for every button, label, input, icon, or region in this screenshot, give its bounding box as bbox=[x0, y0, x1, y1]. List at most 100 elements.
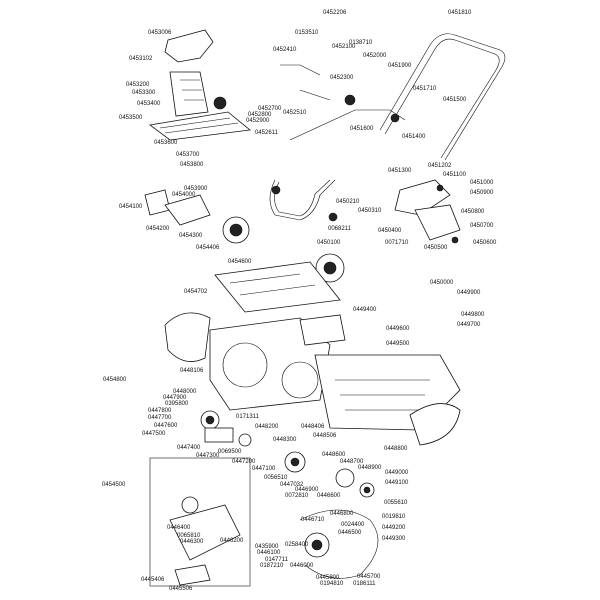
part-label: 0451810 bbox=[448, 10, 472, 16]
part-label: 0451100 bbox=[443, 172, 466, 178]
part-label: 0447900 bbox=[163, 395, 187, 401]
part-label: 0450700 bbox=[470, 223, 494, 229]
part-label: 0450900 bbox=[470, 190, 494, 196]
part-label: 0454800 bbox=[103, 377, 127, 383]
part-label: 0445700 bbox=[357, 574, 381, 580]
part-label: 0453700 bbox=[176, 152, 200, 158]
part-label: 0138710 bbox=[349, 40, 373, 46]
part-label: 0448300 bbox=[273, 437, 297, 443]
part-label: 0449100 bbox=[385, 480, 409, 486]
part-label: 0452100 bbox=[332, 44, 356, 50]
part-label: 0449600 bbox=[386, 326, 410, 332]
part-label: 0019810 bbox=[382, 514, 406, 520]
part-label: 0450400 bbox=[378, 228, 402, 234]
handle-assembly bbox=[269, 33, 506, 222]
part-label: 0147711 bbox=[265, 557, 288, 563]
catcher-top-part bbox=[149, 29, 251, 141]
part-label: 0451710 bbox=[413, 86, 437, 92]
deck-chassis bbox=[164, 261, 461, 446]
part-label: 0194810 bbox=[320, 581, 344, 587]
part-label: 0452900 bbox=[246, 118, 270, 124]
part-label: 0447400 bbox=[177, 445, 201, 451]
part-label: 0446500 bbox=[338, 530, 362, 536]
part-label: 0446800 bbox=[330, 511, 354, 517]
part-label: 0451400 bbox=[402, 134, 426, 140]
part-label: 0187210 bbox=[260, 563, 284, 569]
part-label: 0448200 bbox=[255, 424, 279, 430]
part-label: 0450210 bbox=[336, 199, 360, 205]
part-label: 0450500 bbox=[424, 245, 448, 251]
part-label: 0446000 bbox=[290, 563, 314, 569]
part-label: 0446200 bbox=[220, 538, 244, 544]
part-label: 0451202 bbox=[428, 163, 452, 169]
part-label: 0072810 bbox=[285, 493, 309, 499]
part-label: 0451000 bbox=[470, 180, 494, 186]
part-label: 0453102 bbox=[129, 56, 153, 62]
part-label: 0448700 bbox=[340, 459, 364, 465]
part-label: 0447300 bbox=[196, 453, 220, 459]
part-label: 0055610 bbox=[384, 500, 408, 506]
part-label: 0452300 bbox=[330, 75, 354, 81]
part-label: 0446300 bbox=[180, 539, 204, 545]
part-label: 0445506 bbox=[169, 586, 193, 592]
part-label: 0447800 bbox=[148, 408, 172, 414]
part-label: 0453300 bbox=[132, 90, 156, 96]
part-label: 0186111 bbox=[353, 581, 376, 587]
part-label: 0449500 bbox=[386, 341, 410, 347]
part-label: 0446710 bbox=[301, 517, 325, 523]
part-label: 0071710 bbox=[385, 240, 409, 246]
part-label: 0451600 bbox=[350, 126, 374, 132]
part-label: 0448406 bbox=[301, 424, 325, 430]
part-label: 0056510 bbox=[264, 475, 288, 481]
part-label: 0452800 bbox=[248, 112, 272, 118]
part-label: 0447032 bbox=[280, 482, 304, 488]
part-label: 0447600 bbox=[154, 423, 178, 429]
part-label: 0065810 bbox=[177, 533, 201, 539]
part-label: 0451500 bbox=[443, 97, 467, 103]
part-label: 0454100 bbox=[119, 204, 143, 210]
part-label: 0454702 bbox=[184, 289, 208, 295]
part-label: 0452410 bbox=[273, 47, 297, 53]
part-label: 0068211 bbox=[328, 226, 351, 232]
part-label: 0452611 bbox=[255, 130, 278, 136]
part-label: 0445800 bbox=[316, 575, 340, 581]
part-label: 0453800 bbox=[180, 162, 204, 168]
part-label: 0447500 bbox=[142, 431, 166, 437]
part-label: 0454200 bbox=[146, 226, 170, 232]
part-label: 0024400 bbox=[341, 522, 365, 528]
part-label: 0447200 bbox=[232, 459, 256, 465]
part-label: 0258400 bbox=[285, 542, 309, 548]
side-plates bbox=[144, 189, 345, 283]
part-label: 0449000 bbox=[385, 470, 409, 476]
part-label: 0449800 bbox=[461, 312, 485, 318]
part-label: 0448900 bbox=[358, 465, 382, 471]
part-label: 0449700 bbox=[457, 322, 481, 328]
part-label: 0446100 bbox=[257, 550, 281, 556]
part-label: 0446400 bbox=[167, 525, 191, 531]
part-label: 0153510 bbox=[295, 30, 319, 36]
part-label: 0452000 bbox=[363, 53, 387, 59]
drive-gears bbox=[169, 410, 379, 586]
part-label: 0451300 bbox=[388, 168, 412, 174]
part-label: 0450600 bbox=[473, 240, 497, 246]
part-label: 0449300 bbox=[382, 536, 406, 542]
part-label: 0447100 bbox=[252, 466, 276, 472]
part-label: 0449200 bbox=[382, 525, 406, 531]
part-label: 0448106 bbox=[180, 368, 204, 374]
part-label: 0449900 bbox=[457, 290, 481, 296]
sub-assembly-frame bbox=[149, 457, 251, 587]
part-label: 0450100 bbox=[317, 240, 341, 246]
part-label: 0450800 bbox=[461, 209, 485, 215]
part-label: 0448600 bbox=[322, 452, 346, 458]
part-label: 0451900 bbox=[388, 63, 412, 69]
part-label: 0453600 bbox=[154, 140, 178, 146]
part-label: 0171311 bbox=[236, 414, 259, 420]
part-label: 0395800 bbox=[165, 401, 189, 407]
part-label: 0454300 bbox=[179, 233, 203, 239]
part-label: 0450310 bbox=[358, 208, 382, 214]
part-label: 0448800 bbox=[384, 446, 408, 452]
part-label: 0454500 bbox=[102, 482, 126, 488]
part-label: 0454000 bbox=[172, 192, 196, 198]
